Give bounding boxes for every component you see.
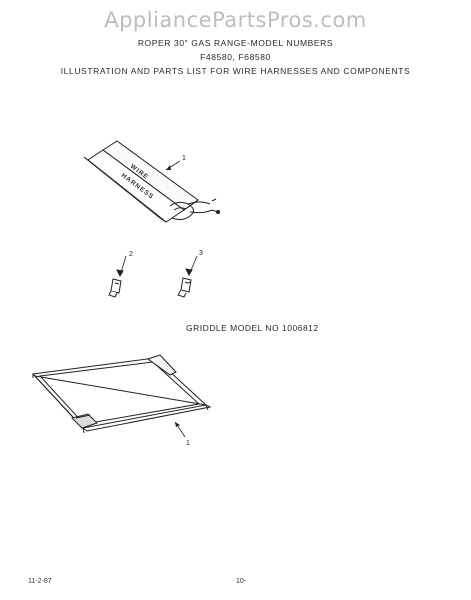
- terminal-part-2: [108, 255, 127, 298]
- terminal-part-3: [177, 255, 198, 298]
- wire-harness-package: [83, 140, 220, 223]
- callout-terminal-2: 2: [129, 251, 133, 258]
- griddle-part: [31, 354, 212, 434]
- callout-griddle: 1: [186, 440, 190, 447]
- header-subtitle: ILLUSTRATION AND PARTS LIST FOR WIRE HAR…: [60, 66, 411, 76]
- arrow-icon: [175, 422, 180, 427]
- griddle-model-title: GRIDDLE MODEL NO 1006812: [186, 323, 319, 333]
- callout-terminal-3: 3: [199, 250, 203, 257]
- footer-page-number: 10-: [236, 578, 247, 585]
- arrow-icon: [166, 165, 171, 170]
- watermark: AppliancePartsPros.com: [104, 8, 367, 32]
- callout-harness: 1: [182, 155, 186, 162]
- header-title: ROPER 30" GAS RANGE-MODEL NUMBERS: [137, 38, 334, 48]
- header-model-numbers: F48580, F68580: [200, 52, 271, 62]
- footer-date: 11-2-87: [28, 578, 52, 585]
